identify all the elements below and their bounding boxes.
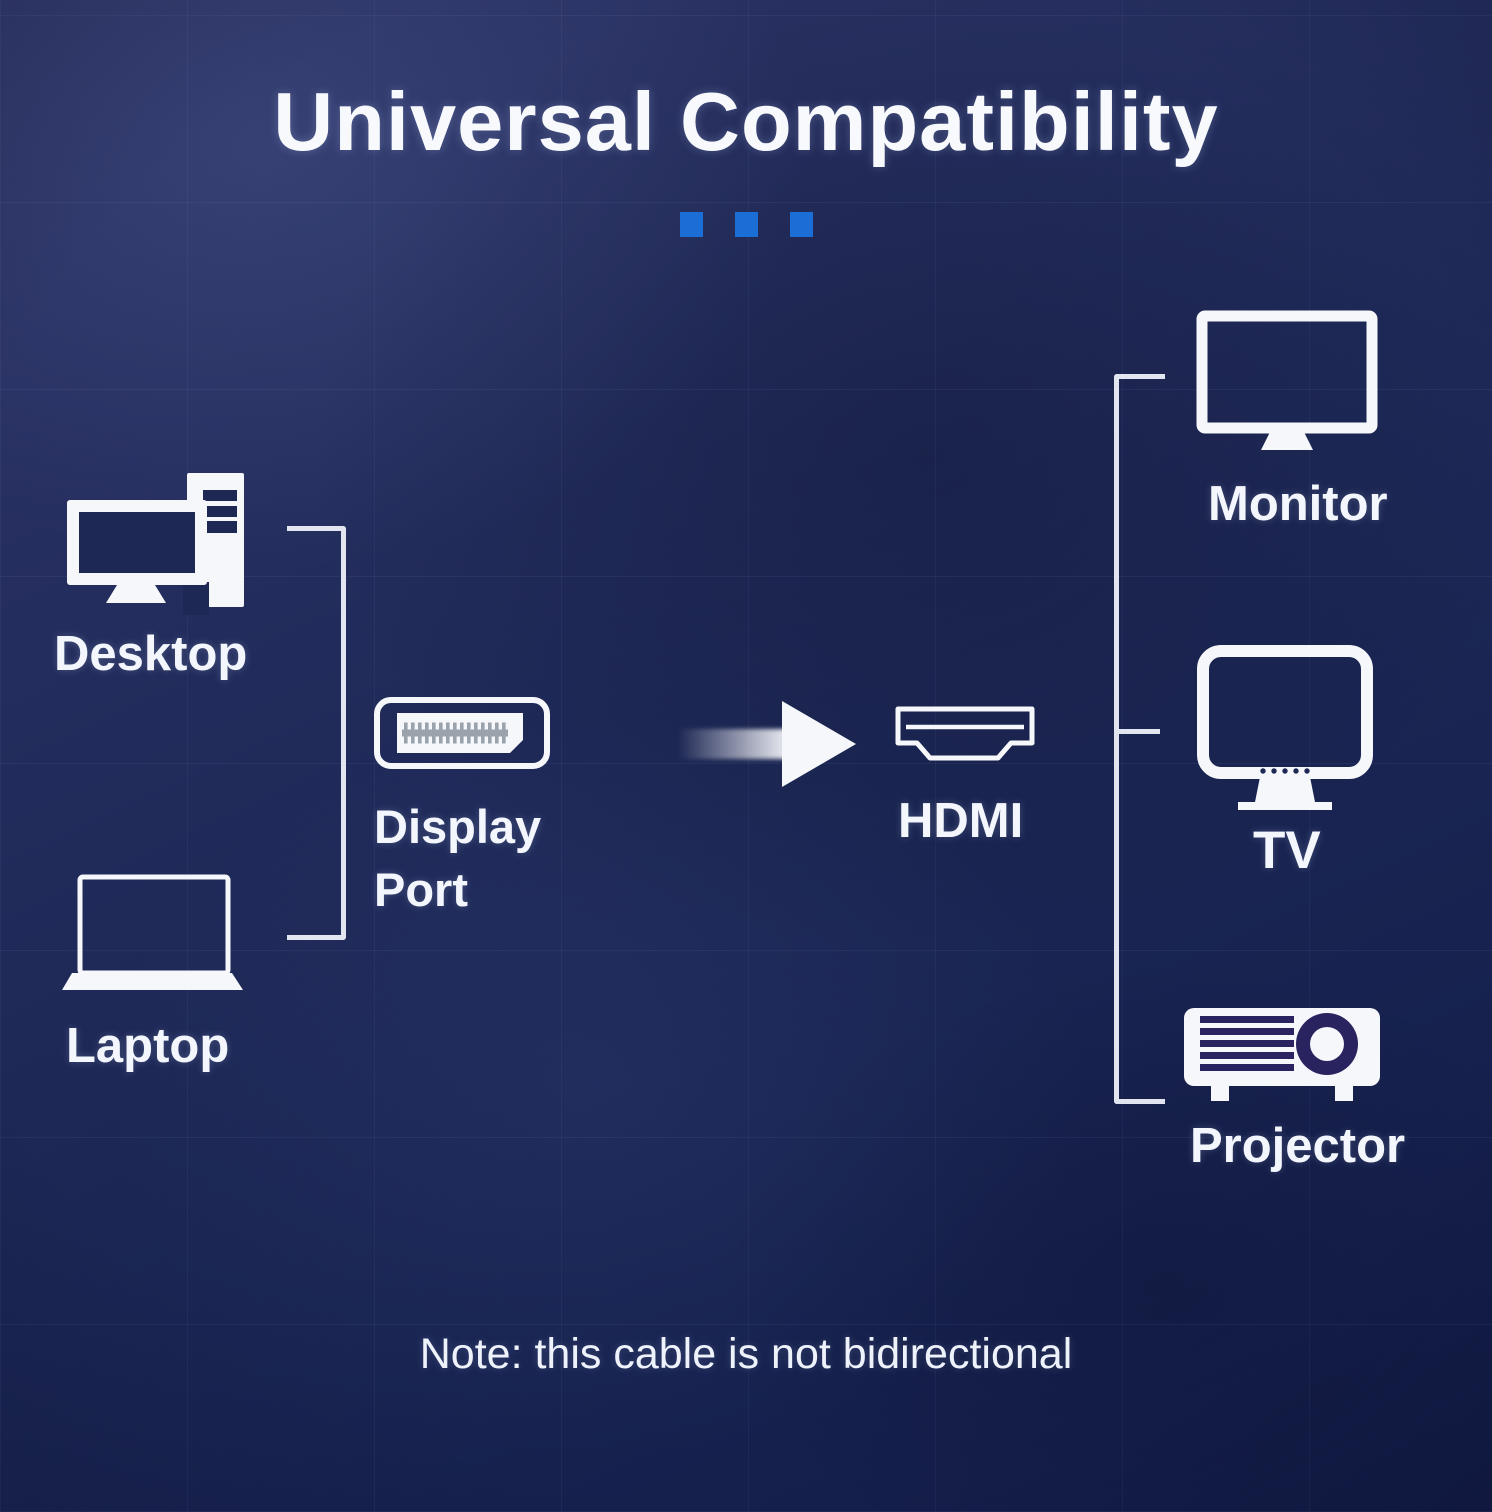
monitor-icon xyxy=(1196,310,1378,452)
displayport-label-line1: Display xyxy=(374,800,542,853)
tv-label: TV xyxy=(1253,821,1321,880)
sources-bracket xyxy=(287,526,346,940)
note-text: Note: this cable is not bidirectional xyxy=(419,1330,1073,1378)
title-dots xyxy=(0,212,1492,237)
hdmi-label: HDMI xyxy=(898,794,1024,848)
laptop-icon xyxy=(60,868,245,993)
tv-icon xyxy=(1196,644,1374,810)
laptop-label: Laptop xyxy=(66,1019,230,1073)
destinations-bracket xyxy=(1114,374,1165,1104)
dot xyxy=(734,212,758,237)
hdmi-connector-icon xyxy=(894,704,1036,762)
projector-icon xyxy=(1182,1004,1382,1104)
desktop-icon xyxy=(65,470,250,615)
projector-label: Projector xyxy=(1190,1119,1406,1173)
displayport-connector-icon xyxy=(374,697,550,769)
displayport-label-line2: Port xyxy=(374,863,468,916)
destinations-bracket-middle-stub xyxy=(1119,729,1160,734)
dot xyxy=(789,212,813,237)
arrow-right-icon xyxy=(676,698,858,790)
dot xyxy=(679,212,703,237)
desktop-label: Desktop xyxy=(54,627,248,681)
monitor-label: Monitor xyxy=(1208,477,1388,531)
page-title: Universal Compatibility xyxy=(273,75,1219,168)
